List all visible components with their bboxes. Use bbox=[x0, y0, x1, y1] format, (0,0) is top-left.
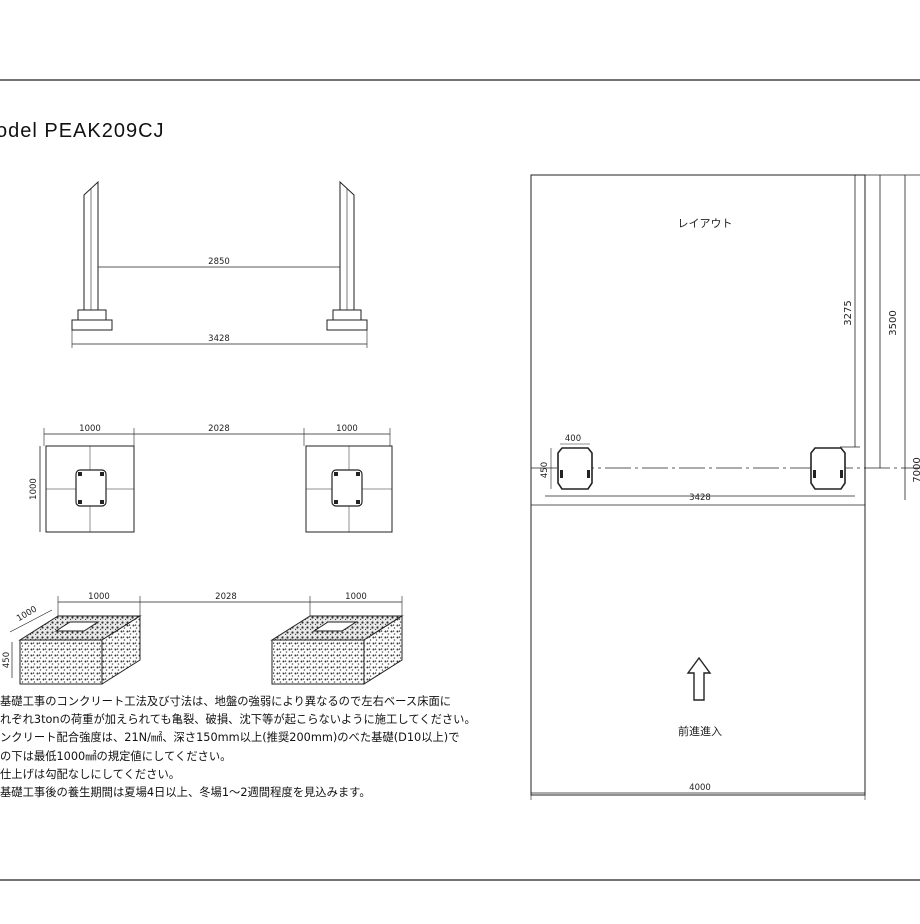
iso-center-gap: 2028 bbox=[215, 592, 237, 602]
dim-450: 450 bbox=[540, 462, 550, 478]
layout-right-post bbox=[810, 447, 846, 490]
right-block-front bbox=[271, 639, 365, 685]
note-line: ンクリート配合強度は、21N/㎟、深さ150mm以上(推奨200mm)のべた基礎… bbox=[0, 731, 460, 745]
left-block-plate bbox=[54, 621, 100, 632]
model-title: odel PEAK209CJ bbox=[0, 120, 165, 142]
up-arrow-icon bbox=[686, 656, 712, 701]
layout-label: レイアウト bbox=[678, 217, 733, 230]
inner-dim-text: 2850 bbox=[208, 257, 230, 267]
note-line: 基礎工事後の養生期間は夏場4日以上、冬場1〜2週間程度を見込みます。 bbox=[0, 785, 371, 799]
dim-4000: 4000 bbox=[689, 783, 711, 793]
note-line: 仕上げは勾配なしにしてください。 bbox=[0, 767, 181, 781]
outer-dim-text: 3428 bbox=[208, 334, 230, 344]
dim-3428: 3428 bbox=[689, 493, 711, 503]
dim-7000: 7000 bbox=[912, 457, 920, 482]
layout-view: レイアウト 3275 3500 7000 400 450 3428 前進進入 bbox=[530, 174, 920, 800]
left-block-side bbox=[101, 615, 141, 685]
dim-3275: 3275 bbox=[843, 300, 854, 325]
construction-notes: 基礎工事のコンクリート工法及び寸法は、地盤の強弱により異なるので左右ベース床面に… bbox=[0, 693, 520, 802]
foundation-plan-view: 1000 2028 1000 1000 bbox=[29, 424, 393, 533]
layout-left-post bbox=[557, 447, 593, 490]
iso-right-width: 1000 bbox=[345, 592, 367, 602]
iso-side-depth: 1000 bbox=[15, 605, 39, 624]
plan-right-width: 1000 bbox=[336, 424, 358, 434]
note-line: 基礎工事のコンクリート工法及び寸法は、地盤の強弱により異なるので左右ベース床面に bbox=[0, 695, 452, 708]
plan-depth: 1000 bbox=[29, 478, 39, 500]
iso-height: 450 bbox=[2, 652, 12, 668]
right-block-side bbox=[363, 615, 403, 685]
foundation-iso-view: 1000 2028 1000 1000 450 bbox=[2, 592, 404, 685]
plan-center-gap: 2028 bbox=[208, 424, 230, 434]
iso-left-width: 1000 bbox=[88, 592, 110, 602]
dim-3500: 3500 bbox=[888, 310, 899, 335]
left-anchor-plate bbox=[75, 469, 107, 507]
dim-400: 400 bbox=[565, 434, 581, 444]
entry-label: 前進進入 bbox=[678, 724, 722, 738]
note-line: れぞれ3tonの荷重が加えられても亀裂、破損、沈下等が起こらないように施工してく… bbox=[0, 713, 476, 727]
right-block-plate bbox=[312, 621, 358, 632]
plan-left-width: 1000 bbox=[79, 424, 101, 434]
left-post-base bbox=[71, 319, 113, 331]
left-block-front bbox=[19, 639, 103, 685]
right-anchor-plate bbox=[331, 469, 363, 507]
note-line: の下は最低1000㎟の規定値にしてください。 bbox=[0, 749, 232, 763]
elevation-view: 2850 3428 bbox=[71, 180, 368, 348]
right-post-base bbox=[326, 319, 368, 331]
